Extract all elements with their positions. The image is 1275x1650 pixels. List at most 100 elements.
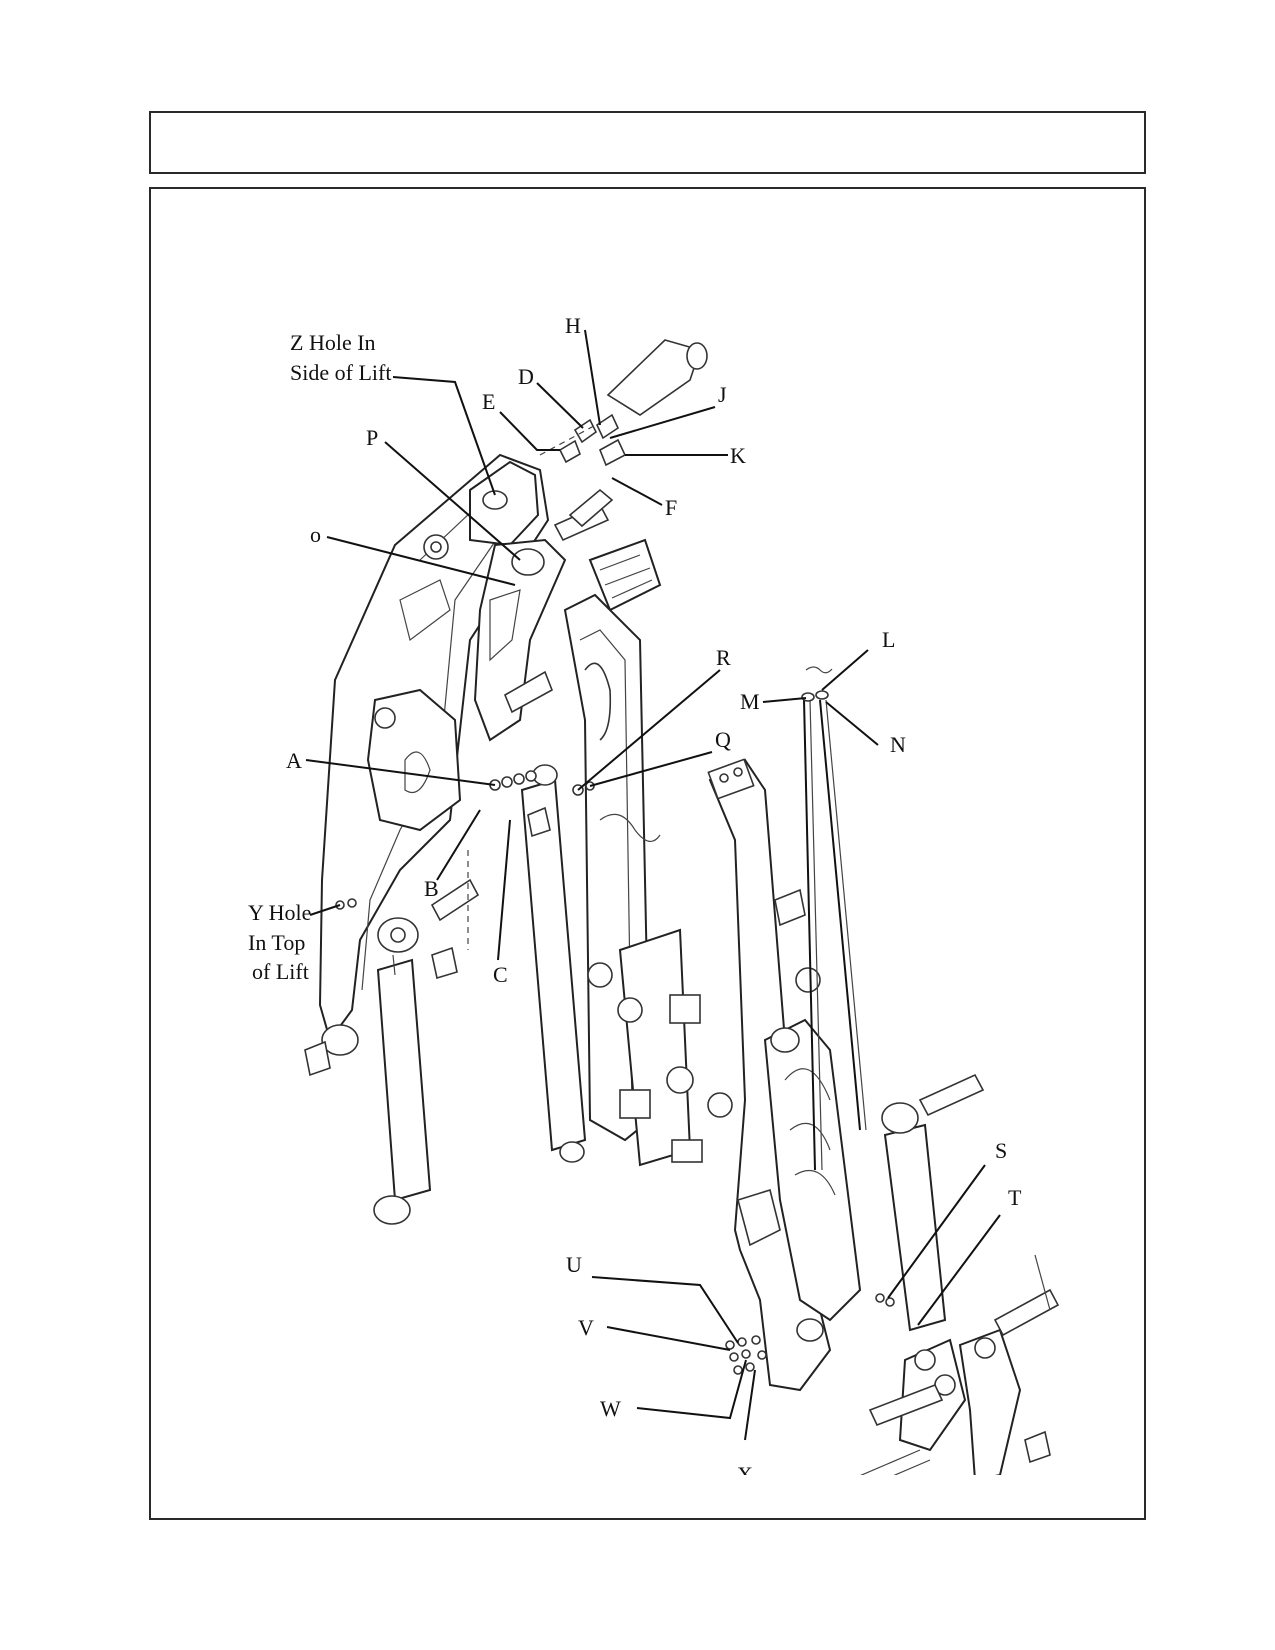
middle-cylinder-eye-bottom — [559, 1141, 585, 1163]
hitch-upper-pin — [993, 1288, 1060, 1337]
label-j: J — [718, 382, 727, 407]
hitch-vertical-pin — [1034, 1254, 1051, 1311]
left-cylinder-bushing — [431, 946, 458, 980]
valve-bracket — [588, 538, 662, 612]
y-note-line1: Y Hole — [248, 900, 311, 925]
left-bottom-pin — [304, 1040, 331, 1077]
right-arm-bushing — [795, 967, 821, 993]
label-a: A — [286, 748, 302, 773]
hitch-cross-pin — [868, 1383, 944, 1427]
z-hole — [482, 490, 508, 510]
fasteners-a — [489, 770, 537, 791]
label-w: W — [600, 1396, 621, 1421]
label-v: V — [578, 1315, 594, 1340]
label-n: N — [890, 732, 906, 757]
hitch-right-bushing — [1024, 1430, 1051, 1464]
left-arm-cutout — [399, 579, 451, 642]
pin-tube-mid — [503, 670, 553, 714]
right-arm-bracket — [774, 888, 806, 927]
right-lower-link — [763, 1018, 862, 1322]
upper-pin-rod — [606, 339, 702, 416]
tie-rod-right — [819, 699, 861, 1131]
right-cylinder-pin — [918, 1073, 985, 1117]
right-cylinder-top-eye — [881, 1102, 919, 1134]
middle-upright-inner — [579, 629, 633, 1111]
left-cylinder-top-eye-bore — [390, 927, 406, 943]
side-plate-hole — [374, 707, 396, 729]
tie-rod-cap-l — [815, 690, 829, 700]
callout-labels: Z Hole In Side of Lift H D J E K P F o L… — [248, 313, 1022, 1487]
valve-bracket-detail — [599, 554, 653, 599]
label-c: C — [493, 962, 508, 987]
fasteners-uvwx — [725, 1335, 767, 1375]
left-pin-assembly — [430, 878, 480, 922]
header-box — [149, 111, 1146, 174]
z-note-line2: Side of Lift — [290, 360, 391, 385]
middle-upright-wave — [599, 813, 661, 842]
strut-plate-hole-upper — [617, 997, 643, 1023]
strut-bracket-base — [671, 1139, 703, 1163]
tie-rod-cap-m — [801, 692, 815, 702]
label-s: S — [995, 1138, 1007, 1163]
label-u: U — [566, 1252, 582, 1277]
leader-lines — [305, 329, 1001, 1441]
right-link-bottom-eye — [796, 1318, 824, 1342]
label-e: E — [482, 389, 495, 414]
y-note-line3: of Lift — [252, 959, 309, 984]
hitch-hole-1 — [914, 1349, 936, 1371]
left-cylinder-bottom-eye — [373, 1195, 411, 1225]
middle-upright-hook — [584, 662, 612, 741]
center-arm-upper — [473, 538, 567, 742]
pin-collar-e — [558, 439, 581, 464]
label-h: H — [565, 313, 581, 338]
left-cylinder-rod — [392, 954, 396, 976]
left-arm-pivot-top-bore — [430, 541, 442, 553]
z-note-line1: Z Hole In — [290, 330, 376, 355]
tie-rod-clip — [805, 666, 833, 674]
y-note-line2: In Top — [248, 930, 305, 955]
hitch-bottom-rail — [860, 1449, 931, 1475]
pin-collar-d — [573, 418, 598, 444]
tie-rod-left — [803, 699, 816, 1171]
strut-plate-hole-lower — [666, 1066, 694, 1094]
pin-collar-j — [595, 413, 620, 440]
label-o: o — [310, 522, 321, 547]
label-r: R — [716, 645, 731, 670]
left-bottom-bushing — [321, 1024, 359, 1056]
right-arm-top-hole-1 — [719, 773, 729, 783]
figure-box — [149, 187, 1146, 1520]
tie-rod-right-inner — [825, 699, 867, 1131]
label-d: D — [518, 364, 534, 389]
strut-bracket-upper — [669, 994, 701, 1024]
center-arm-cutout — [489, 589, 521, 662]
label-l: L — [882, 627, 895, 652]
fasteners-s — [875, 1293, 895, 1307]
label-x: X — [737, 1462, 753, 1487]
right-arm-top-plate — [707, 758, 755, 800]
tie-rod-left-inner — [809, 699, 823, 1171]
label-m: M — [740, 689, 760, 714]
side-plate-slot — [404, 751, 431, 794]
pivot-bushing-o — [511, 548, 545, 576]
right-link-curve — [784, 1068, 836, 1196]
diagram-drawing: Z Hole In Side of Lift H D J E K P F o L… — [248, 313, 1060, 1487]
hitch-hole-3 — [974, 1337, 996, 1359]
right-arm-top-hole-2 — [733, 767, 743, 777]
lower-pin-stub — [568, 488, 614, 528]
label-k: K — [730, 443, 746, 468]
label-f: F — [665, 495, 677, 520]
label-p: P — [366, 425, 378, 450]
label-b: B — [424, 876, 439, 901]
upper-pin-head — [686, 342, 708, 370]
strut-bracket-lower — [619, 1089, 651, 1119]
label-q: Q — [715, 727, 731, 752]
right-gusset — [737, 1188, 781, 1247]
label-t: T — [1008, 1185, 1022, 1210]
middle-cylinder-mount — [527, 806, 551, 838]
right-link-top-eye — [770, 1027, 800, 1053]
middle-right-bushing — [707, 1092, 733, 1118]
pin-collar-k — [598, 438, 627, 467]
middle-left-bushing — [587, 962, 613, 988]
left-cylinder-body — [376, 958, 432, 1202]
